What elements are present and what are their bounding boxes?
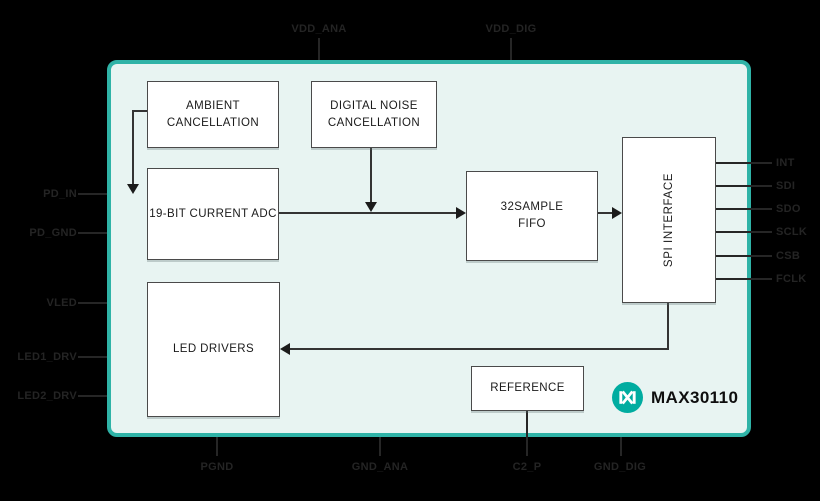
arrowhead-fifo-to-spi — [612, 207, 622, 219]
pin-label-pd-in: PD_IN — [43, 188, 77, 200]
arrowhead-dnc-to-wire — [365, 202, 377, 212]
pin-label-pgnd: PGND — [200, 461, 234, 473]
wire-adc-to-fifo — [279, 212, 458, 214]
pin-stub-vdd-ana — [318, 38, 320, 62]
pin-stub-fclk — [716, 278, 772, 280]
wire-ambient-feedback-v — [132, 110, 134, 184]
pin-label-led2-drv: LED2_DRV — [17, 390, 77, 402]
pin-stub-int — [716, 162, 772, 164]
arrowhead-adc-to-fifo — [456, 207, 466, 219]
block-digital-noise-cancellation: DIGITAL NOISE CANCELLATION — [311, 81, 437, 148]
wire-dnc-down — [370, 147, 372, 203]
pin-label-c2-p: C2_P — [512, 461, 542, 473]
pin-stub-gnd-dig — [620, 437, 622, 456]
pin-label-vdd-ana: VDD_ANA — [291, 23, 347, 35]
pin-stub-vdd-dig — [510, 38, 512, 62]
block-label-32sample-fifo: 32SAMPLE FIFO — [501, 199, 564, 232]
pin-label-led1-drv: LED1_DRV — [17, 351, 77, 363]
block-32sample-fifo: 32SAMPLE FIFO — [466, 171, 598, 261]
block-label-led-drivers: LED DRIVERS — [172, 343, 255, 356]
pin-stub-sdi — [716, 185, 772, 187]
pin-stub-pgnd — [216, 437, 218, 456]
pin-stub-c2-p — [526, 411, 528, 456]
block-ambient-cancellation: AMBIENT CANCELLATION — [147, 81, 279, 148]
arrowhead-spi-to-led — [280, 343, 290, 355]
block-19bit-current-adc: 19-BIT CURRENT ADC — [147, 168, 279, 260]
pin-label-sclk: SCLK — [776, 226, 808, 238]
pin-label-csb: CSB — [776, 250, 801, 262]
pin-label-gnd-ana: GND_ANA — [351, 461, 409, 473]
wire-spi-down — [667, 303, 669, 350]
pin-label-pd-gnd: PD_GND — [29, 227, 77, 239]
pin-label-vled: VLED — [46, 297, 77, 309]
label-line: 32SAMPLE — [500, 201, 564, 214]
block-label-spi-interface: SPI INTERFACE — [662, 172, 675, 268]
pin-label-fclk: FCLK — [776, 273, 807, 285]
pin-stub-sclk — [716, 231, 772, 233]
label-line: DIGITAL NOISE — [330, 99, 418, 112]
label-line: CANCELLATION — [166, 116, 260, 129]
block-spi-interface: SPI INTERFACE — [622, 137, 716, 303]
wire-spi-to-led — [288, 348, 669, 350]
block-label-19bit-current-adc: 19-BIT CURRENT ADC — [149, 207, 277, 220]
pin-stub-gnd-ana — [379, 437, 381, 456]
pin-label-vdd-dig: VDD_DIG — [485, 23, 537, 35]
label-line: CANCELLATION — [327, 116, 421, 129]
pin-label-sdi: SDI — [776, 180, 796, 192]
pin-label-int: INT — [776, 157, 795, 169]
pin-label-gnd-dig: GND_DIG — [593, 461, 647, 473]
wire-fifo-to-spi — [598, 212, 612, 214]
pin-label-sdo: SDO — [776, 203, 801, 215]
block-label-reference: REFERENCE — [490, 382, 565, 395]
block-led-drivers: LED DRIVERS — [147, 282, 280, 417]
block-label-digital-noise-cancellation: DIGITAL NOISE CANCELLATION — [328, 98, 420, 131]
pin-stub-sdo — [716, 208, 772, 210]
block-reference: REFERENCE — [471, 366, 584, 411]
maxim-logo-icon — [612, 382, 643, 413]
pin-stub-csb — [716, 255, 772, 257]
part-number-label: MAX30110 — [651, 388, 739, 407]
arrowhead-ambient-to-adc — [127, 184, 139, 194]
wire-ambient-feedback-h — [132, 110, 147, 112]
block-label-ambient-cancellation: AMBIENT CANCELLATION — [167, 98, 259, 131]
label-line: AMBIENT — [186, 99, 240, 112]
label-line: FIFO — [518, 218, 546, 230]
